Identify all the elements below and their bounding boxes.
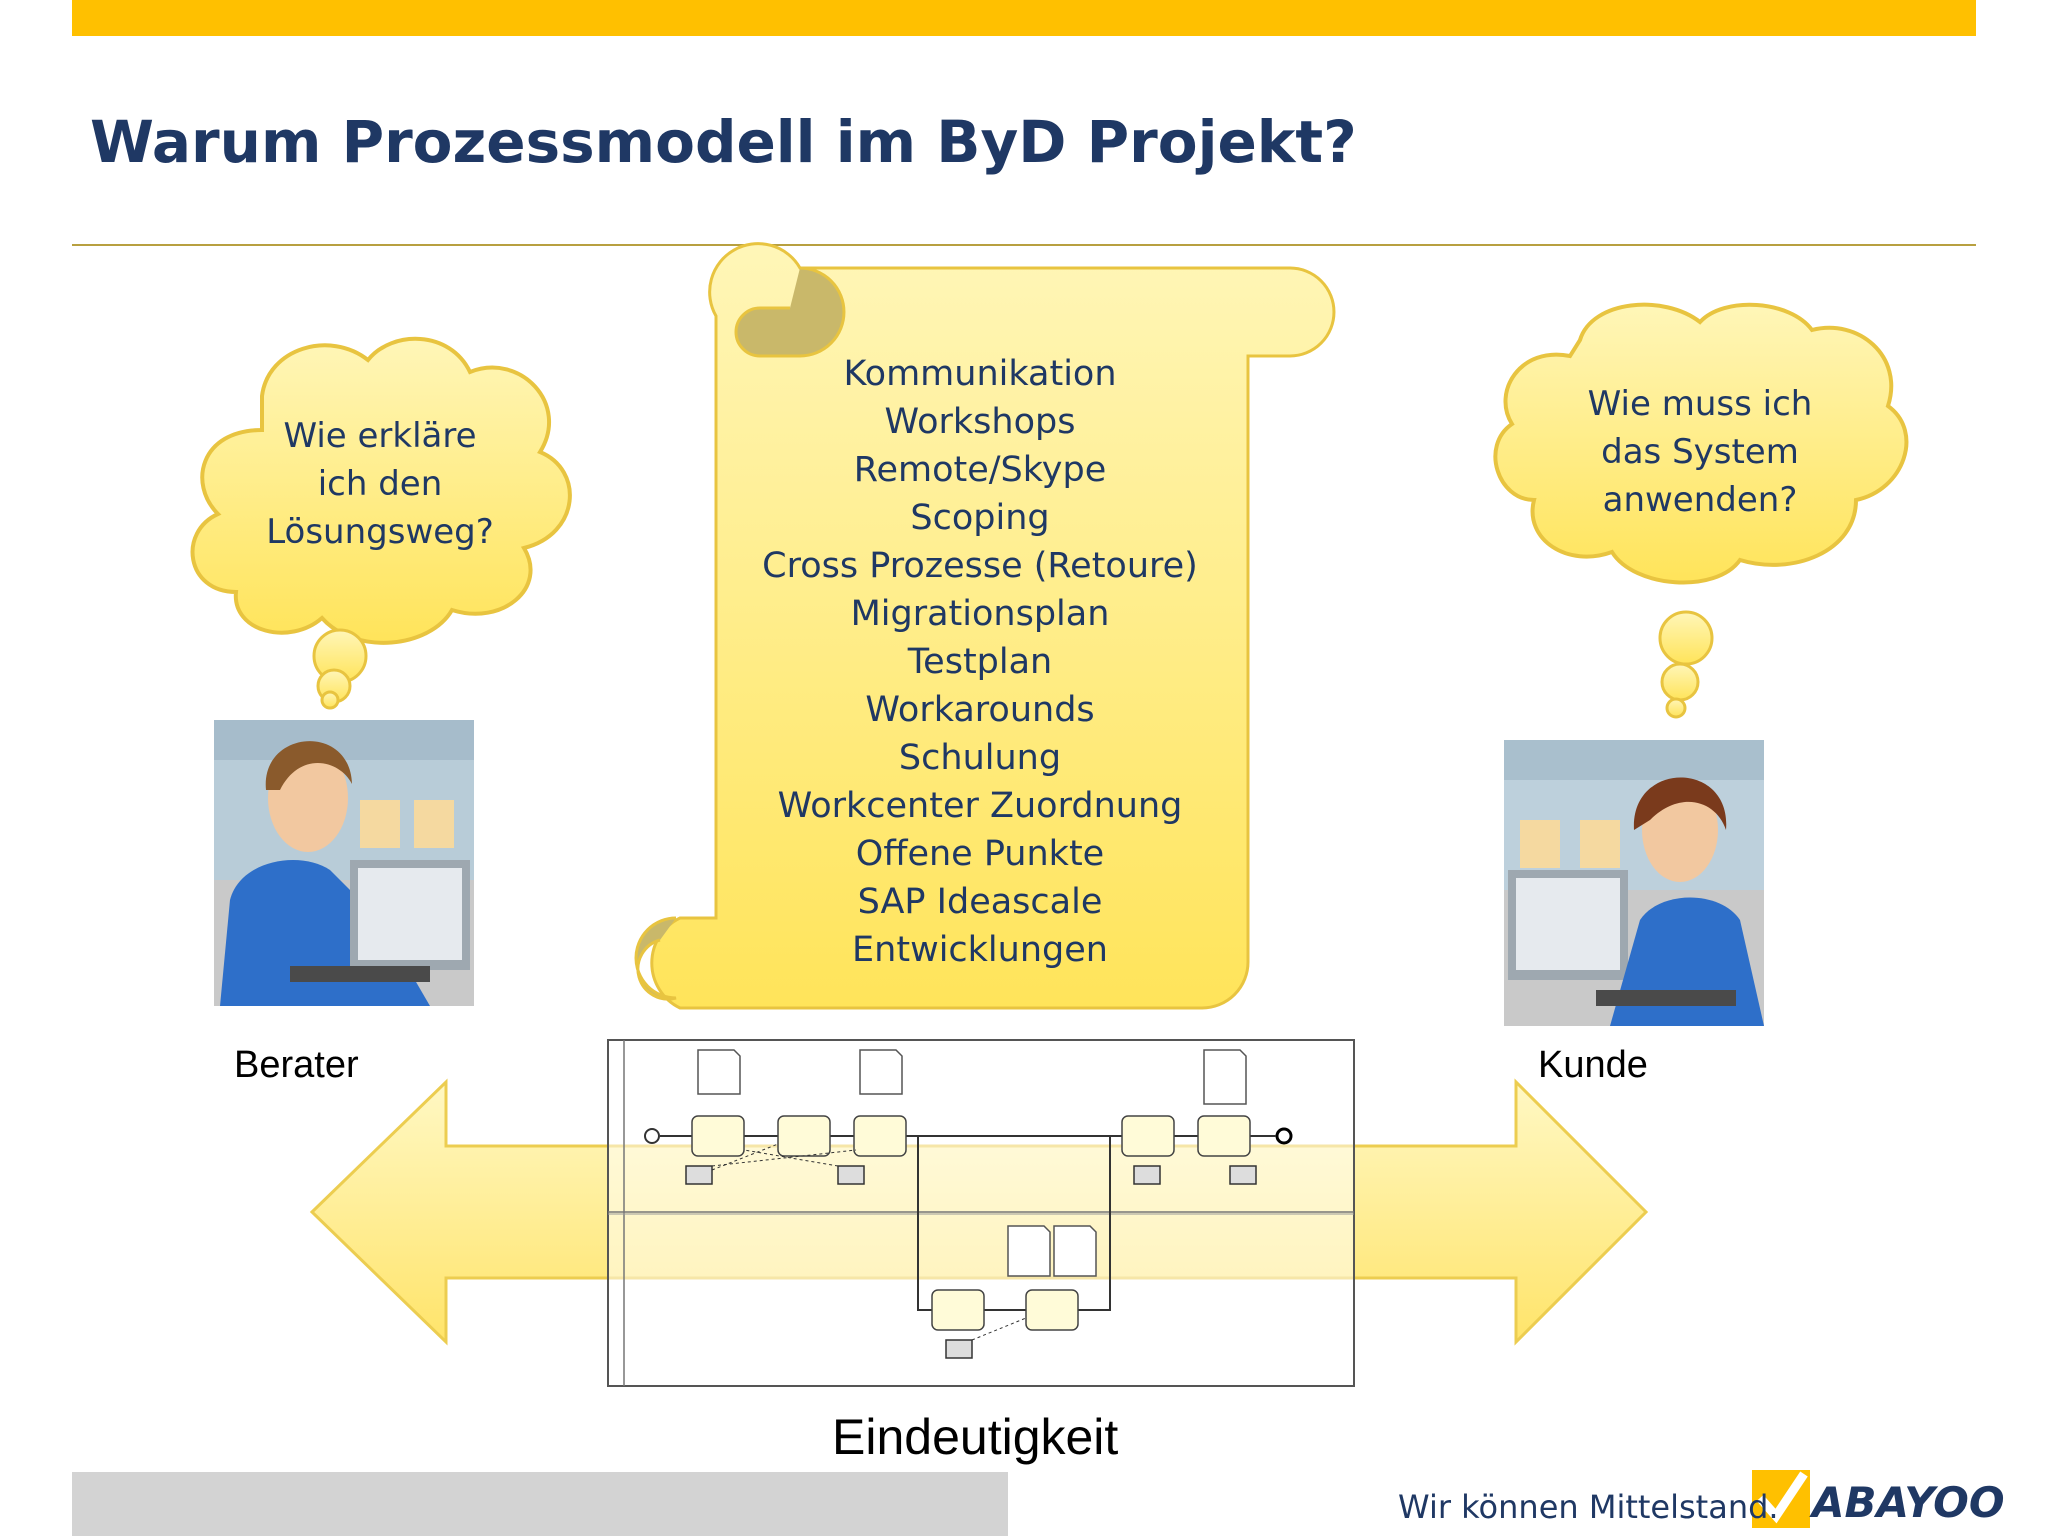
bubble-line: anwenden? [1602, 480, 1798, 520]
bubble-line: ich den [317, 464, 443, 504]
thought-bubble-left [190, 336, 572, 710]
scroll-item: Scoping [910, 498, 1050, 538]
label-kunde: Kunde [1538, 1044, 1648, 1086]
scroll-item: Entwicklungen [852, 930, 1108, 970]
scroll-item: SAP Ideascale [857, 882, 1103, 922]
footer-bar [72, 1472, 1008, 1536]
process-diagram [607, 1039, 1355, 1387]
scroll-item: Testplan [907, 642, 1053, 682]
top-accent-bar [72, 0, 1976, 36]
scroll-item: Migrationsplan [850, 594, 1110, 634]
scroll-item: Remote/Skype [853, 450, 1107, 490]
scroll-text-list: Kommunikation Workshops Remote/Skype Sco… [700, 350, 1260, 974]
bubble-left-text: Wie erkläre ich den Lösungsweg? [230, 412, 530, 556]
scroll-item: Schulung [898, 738, 1062, 778]
scroll-item: Workcenter Zuordnung [777, 786, 1183, 826]
scroll-item: Workarounds [865, 690, 1095, 730]
bubble-right-text: Wie muss ich das System anwenden? [1550, 380, 1850, 524]
scroll-item: Kommunikation [843, 354, 1117, 394]
bubble-line: Wie muss ich [1587, 384, 1813, 424]
scroll [634, 242, 1336, 1010]
bubble-line: Wie erkläre [283, 416, 477, 456]
bottom-label: Eindeutigkeit [832, 1409, 1119, 1465]
title-divider [72, 244, 1976, 246]
bubble-line: das System [1601, 432, 1799, 472]
checkmark-logo-icon [1752, 1470, 1810, 1528]
label-berater: Berater [234, 1044, 359, 1086]
thought-bubble-right [1493, 302, 1909, 719]
consultant-avatar [214, 720, 474, 1006]
scroll-item: Cross Prozesse (Retoure) [762, 546, 1198, 586]
scroll-item: Offene Punkte [855, 834, 1105, 874]
bubble-line: Lösungsweg? [266, 512, 494, 552]
scroll-item: Workshops [884, 402, 1076, 442]
company-logo: ABAYOO [1812, 1478, 2005, 1527]
footer-slogan: Wir können Mittelstand. [1398, 1488, 1779, 1526]
customer-avatar [1504, 740, 1764, 1026]
slide-title: Warum Prozessmodell im ByD Projekt? [90, 108, 1357, 176]
